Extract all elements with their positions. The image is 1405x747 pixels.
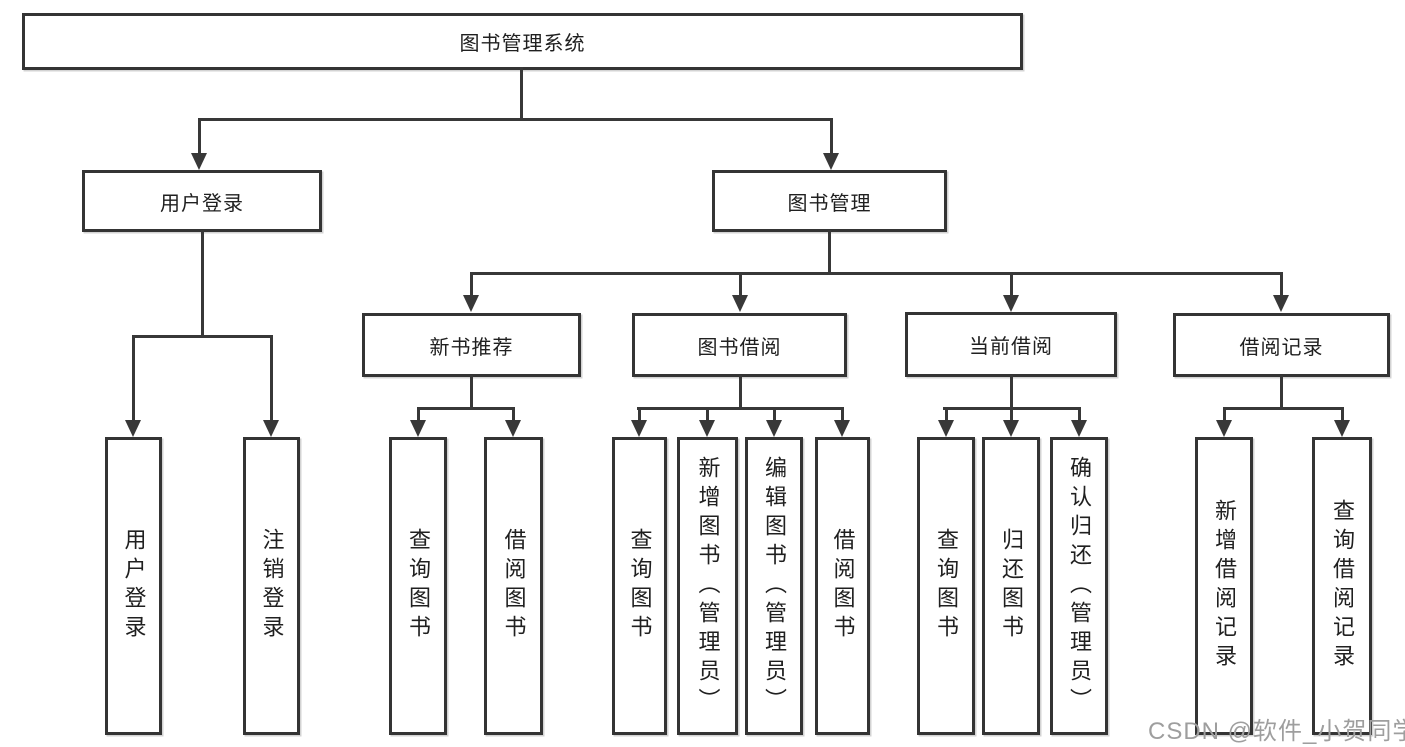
leaf-add-borrow-record: 新增借阅记录 bbox=[1195, 437, 1253, 735]
connector-line bbox=[1223, 407, 1226, 421]
arrow-down-icon bbox=[1003, 295, 1019, 312]
arrow-down-icon bbox=[732, 295, 748, 312]
node-label: 图书管理系统 bbox=[459, 33, 586, 55]
node-label: 归还图书 bbox=[999, 528, 1024, 644]
connector-line bbox=[417, 407, 514, 410]
node-label: 借阅图书 bbox=[830, 528, 856, 644]
leaf-query-books-2: 查询图书 bbox=[612, 437, 667, 735]
connector-line bbox=[706, 407, 709, 421]
leaf-edit-books-admin: 编辑图书（管理员） bbox=[745, 437, 803, 735]
leaf-borrow-books-2: 借阅图书 bbox=[815, 437, 870, 735]
node-label: 当前借阅 bbox=[969, 336, 1053, 358]
leaf-user-login: 用户登录 bbox=[105, 437, 162, 735]
node-label: 确认归还（管理员） bbox=[1067, 455, 1092, 717]
connector-line bbox=[512, 407, 515, 421]
connector-line bbox=[828, 230, 831, 275]
connector-line bbox=[841, 407, 844, 421]
csdn-watermark: CSDN @软件_小贺同学 bbox=[1148, 718, 1405, 745]
node-book-borrow: 图书借阅 bbox=[632, 313, 847, 377]
connector-line bbox=[470, 272, 1282, 275]
leaf-query-books-1: 查询图书 bbox=[389, 437, 447, 735]
arrow-down-icon bbox=[505, 420, 521, 437]
node-new-book-recommend: 新书推荐 bbox=[362, 313, 581, 377]
arrow-down-icon bbox=[125, 420, 141, 437]
node-label: 图书管理 bbox=[787, 192, 872, 215]
arrow-down-icon bbox=[1273, 295, 1289, 312]
leaf-query-books-3: 查询图书 bbox=[917, 437, 975, 735]
connector-line bbox=[637, 407, 843, 410]
node-library-system: 图书管理系统 bbox=[22, 13, 1023, 70]
node-label: 查询图书 bbox=[406, 528, 431, 644]
connector-line bbox=[417, 407, 420, 421]
node-label: 新书推荐 bbox=[429, 336, 514, 359]
node-label: 查询借阅记录 bbox=[1330, 499, 1355, 673]
arrow-down-icon bbox=[1003, 420, 1019, 437]
leaf-confirm-return-admin: 确认归还（管理员） bbox=[1050, 437, 1108, 735]
connector-line bbox=[198, 118, 201, 154]
connector-line bbox=[739, 375, 742, 410]
connector-line bbox=[1223, 407, 1343, 410]
connector-line bbox=[470, 272, 473, 296]
connector-line bbox=[739, 272, 742, 296]
arrow-down-icon bbox=[1216, 420, 1232, 437]
arrow-down-icon bbox=[463, 295, 479, 312]
connector-line bbox=[520, 67, 523, 121]
arrow-down-icon bbox=[823, 153, 839, 170]
connector-line bbox=[470, 375, 473, 410]
connector-line bbox=[270, 335, 273, 421]
node-label: 新增借阅记录 bbox=[1212, 499, 1237, 673]
arrow-down-icon bbox=[699, 420, 715, 437]
node-label: 新增图书（管理员） bbox=[695, 455, 721, 717]
connector-line bbox=[1010, 375, 1013, 410]
connector-line bbox=[132, 335, 273, 338]
node-label: 图书借阅 bbox=[697, 336, 782, 359]
leaf-return-books: 归还图书 bbox=[982, 437, 1040, 735]
arrow-down-icon bbox=[191, 153, 207, 170]
arrow-down-icon bbox=[410, 420, 426, 437]
node-label: 借阅图书 bbox=[501, 528, 527, 644]
node-label: 查询图书 bbox=[934, 528, 959, 644]
connector-line bbox=[1341, 407, 1344, 421]
node-label: 查询图书 bbox=[627, 528, 653, 644]
node-borrow-records: 借阅记录 bbox=[1173, 313, 1390, 377]
connector-line bbox=[132, 335, 135, 421]
arrow-down-icon bbox=[938, 420, 954, 437]
leaf-query-borrow-record: 查询借阅记录 bbox=[1312, 437, 1372, 735]
node-user-login: 用户登录 bbox=[82, 170, 322, 232]
connector-line bbox=[638, 407, 641, 421]
arrow-down-icon bbox=[834, 420, 850, 437]
connector-line bbox=[201, 230, 204, 338]
connector-line bbox=[945, 407, 948, 421]
connector-line bbox=[1078, 407, 1081, 421]
connector-line bbox=[773, 407, 776, 421]
connector-line bbox=[1280, 375, 1283, 410]
arrow-down-icon bbox=[263, 420, 279, 437]
arrow-down-icon bbox=[1071, 420, 1087, 437]
leaf-add-books-admin: 新增图书（管理员） bbox=[677, 437, 738, 735]
node-label: 用户登录 bbox=[121, 528, 147, 644]
node-label: 借阅记录 bbox=[1239, 336, 1324, 359]
arrow-down-icon bbox=[1334, 420, 1350, 437]
leaf-borrow-books-1: 借阅图书 bbox=[484, 437, 543, 735]
connector-line bbox=[1280, 272, 1283, 296]
connector-line bbox=[1010, 407, 1013, 421]
leaf-logout: 注销登录 bbox=[243, 437, 300, 735]
node-label: 注销登录 bbox=[259, 528, 285, 644]
node-label: 编辑图书（管理员） bbox=[762, 455, 787, 717]
connector-line bbox=[198, 118, 832, 121]
arrow-down-icon bbox=[766, 420, 782, 437]
connector-line bbox=[1010, 272, 1013, 296]
node-label: 用户登录 bbox=[160, 192, 244, 215]
arrow-down-icon bbox=[631, 420, 647, 437]
connector-line bbox=[830, 118, 833, 154]
node-current-borrow: 当前借阅 bbox=[905, 312, 1117, 377]
node-book-management: 图书管理 bbox=[712, 170, 947, 232]
